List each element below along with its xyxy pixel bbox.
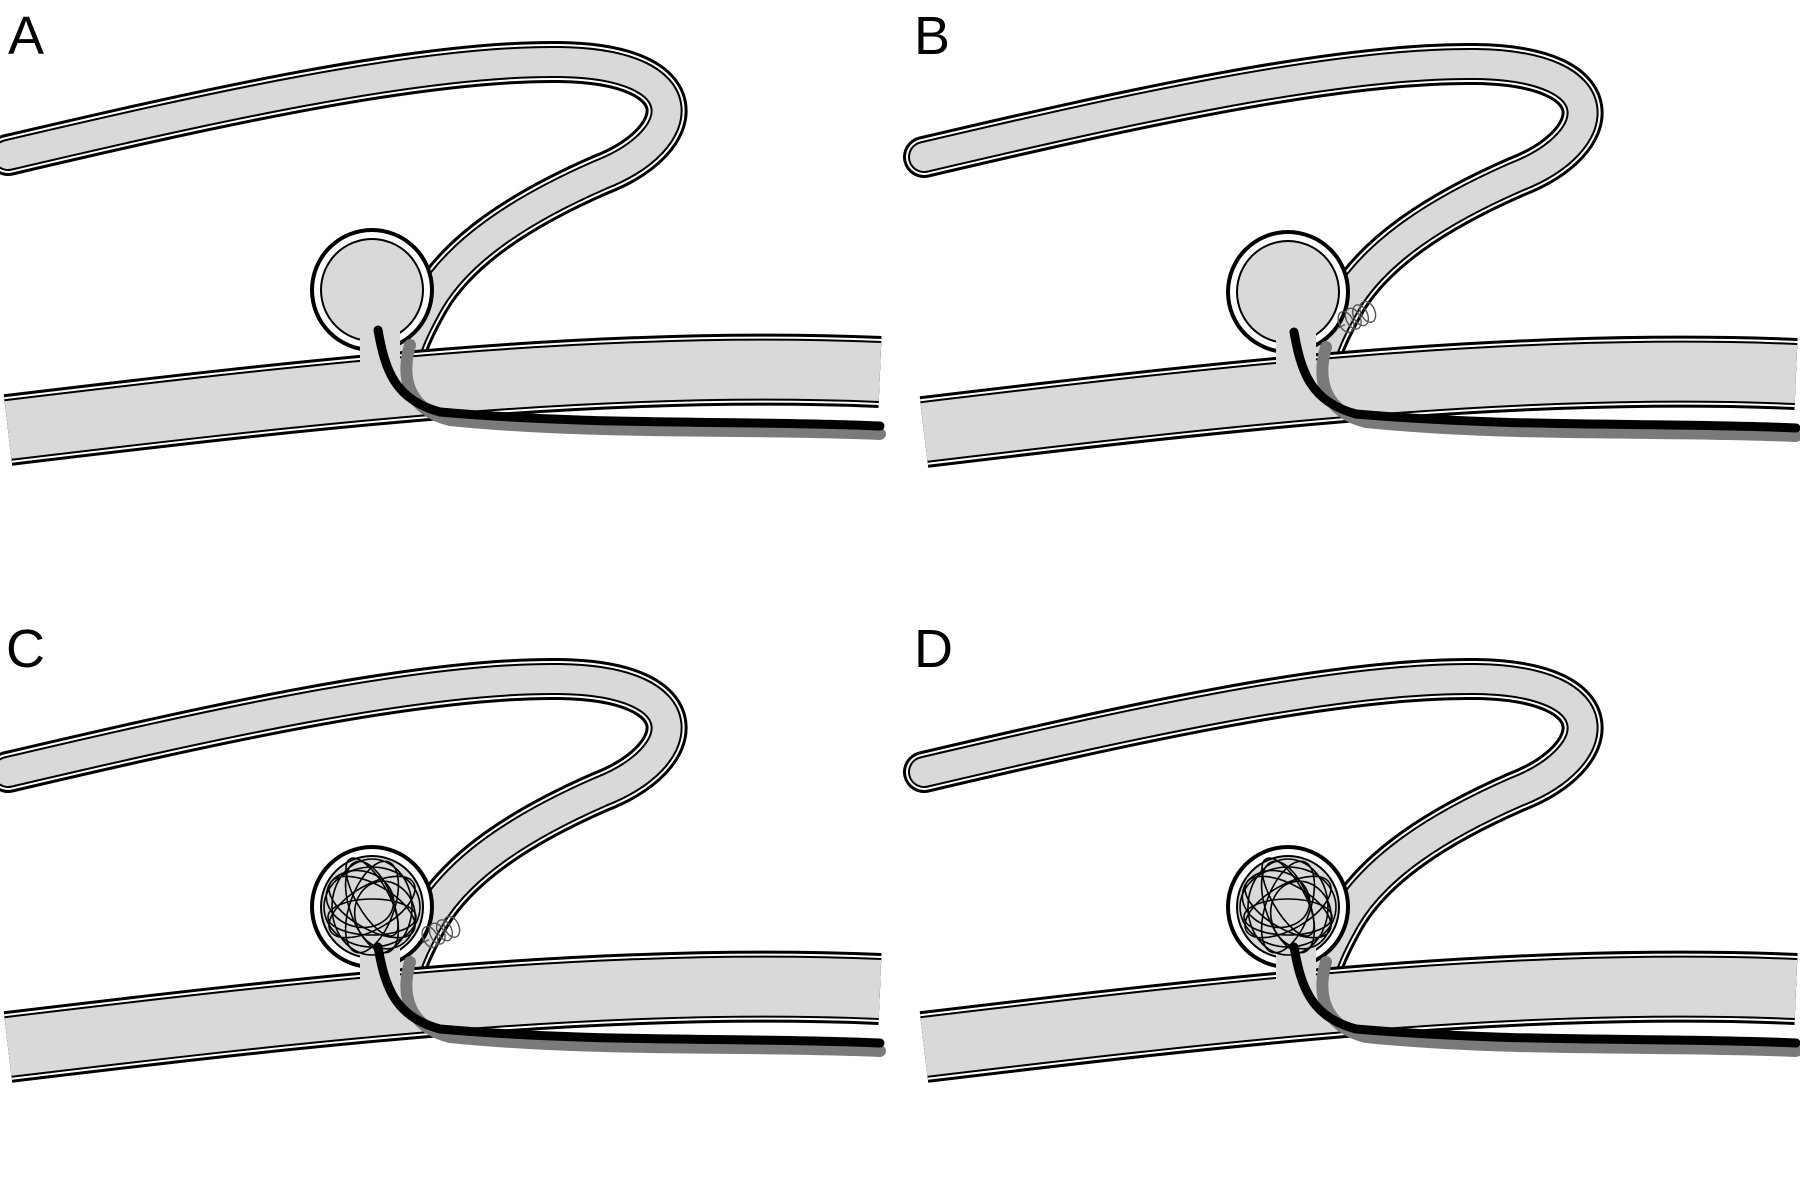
panel-label-c: C <box>6 619 45 679</box>
panel-d: D <box>914 619 1796 1051</box>
panel-label-d: D <box>914 619 953 679</box>
vessel-diagram <box>924 679 1796 1047</box>
vessel-diagram <box>924 64 1796 432</box>
panel-label-a: A <box>8 6 44 66</box>
panel-label-b: B <box>914 6 950 66</box>
vessel-diagram <box>8 679 880 1047</box>
panel-a: A <box>8 6 880 434</box>
vessel-diagram <box>8 62 880 430</box>
panel-c: C <box>6 619 880 1051</box>
panel-b: B <box>914 6 1796 436</box>
